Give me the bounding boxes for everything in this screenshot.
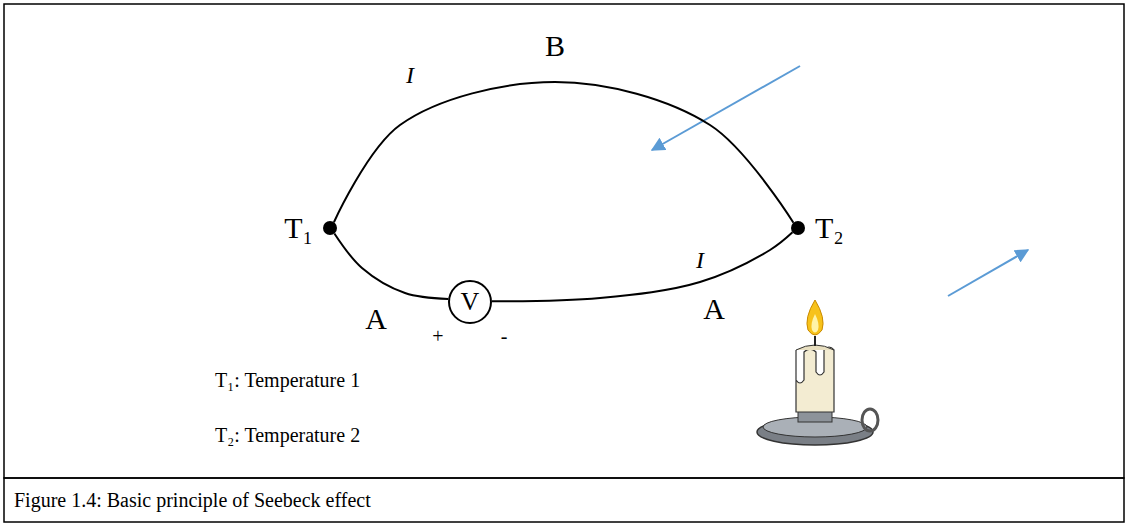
junction-label: T₂ bbox=[815, 213, 844, 243]
heat-flow-arrow bbox=[948, 250, 1028, 296]
voltmeter-circle: V bbox=[448, 280, 492, 324]
circuit-wire bbox=[334, 82, 794, 223]
candle-illustration bbox=[757, 300, 878, 445]
junction-dot: T₂ bbox=[791, 221, 805, 235]
wire-material-label: A bbox=[703, 292, 725, 325]
junction-label: T₁ bbox=[284, 213, 313, 243]
caption-frame bbox=[4, 478, 1124, 522]
circuit-wire bbox=[334, 233, 448, 299]
wire-material-label: A bbox=[365, 302, 387, 335]
polarity-sign: + bbox=[432, 325, 443, 347]
figure-frame bbox=[4, 4, 1124, 478]
meter-symbol: V bbox=[461, 289, 480, 315]
wire-material-label: B bbox=[545, 29, 565, 62]
figure-caption: Figure 1.4: Basic principle of Seebeck e… bbox=[14, 489, 371, 511]
polarity-sign: - bbox=[501, 325, 508, 347]
legend-note: T₁: Temperature 1 bbox=[215, 369, 360, 391]
current-label: I bbox=[406, 62, 414, 88]
junction-dot: T₁ bbox=[323, 221, 337, 235]
current-label: I bbox=[696, 247, 704, 273]
circuit-wire bbox=[492, 232, 793, 301]
legend-note: T₂: Temperature 2 bbox=[215, 424, 360, 446]
